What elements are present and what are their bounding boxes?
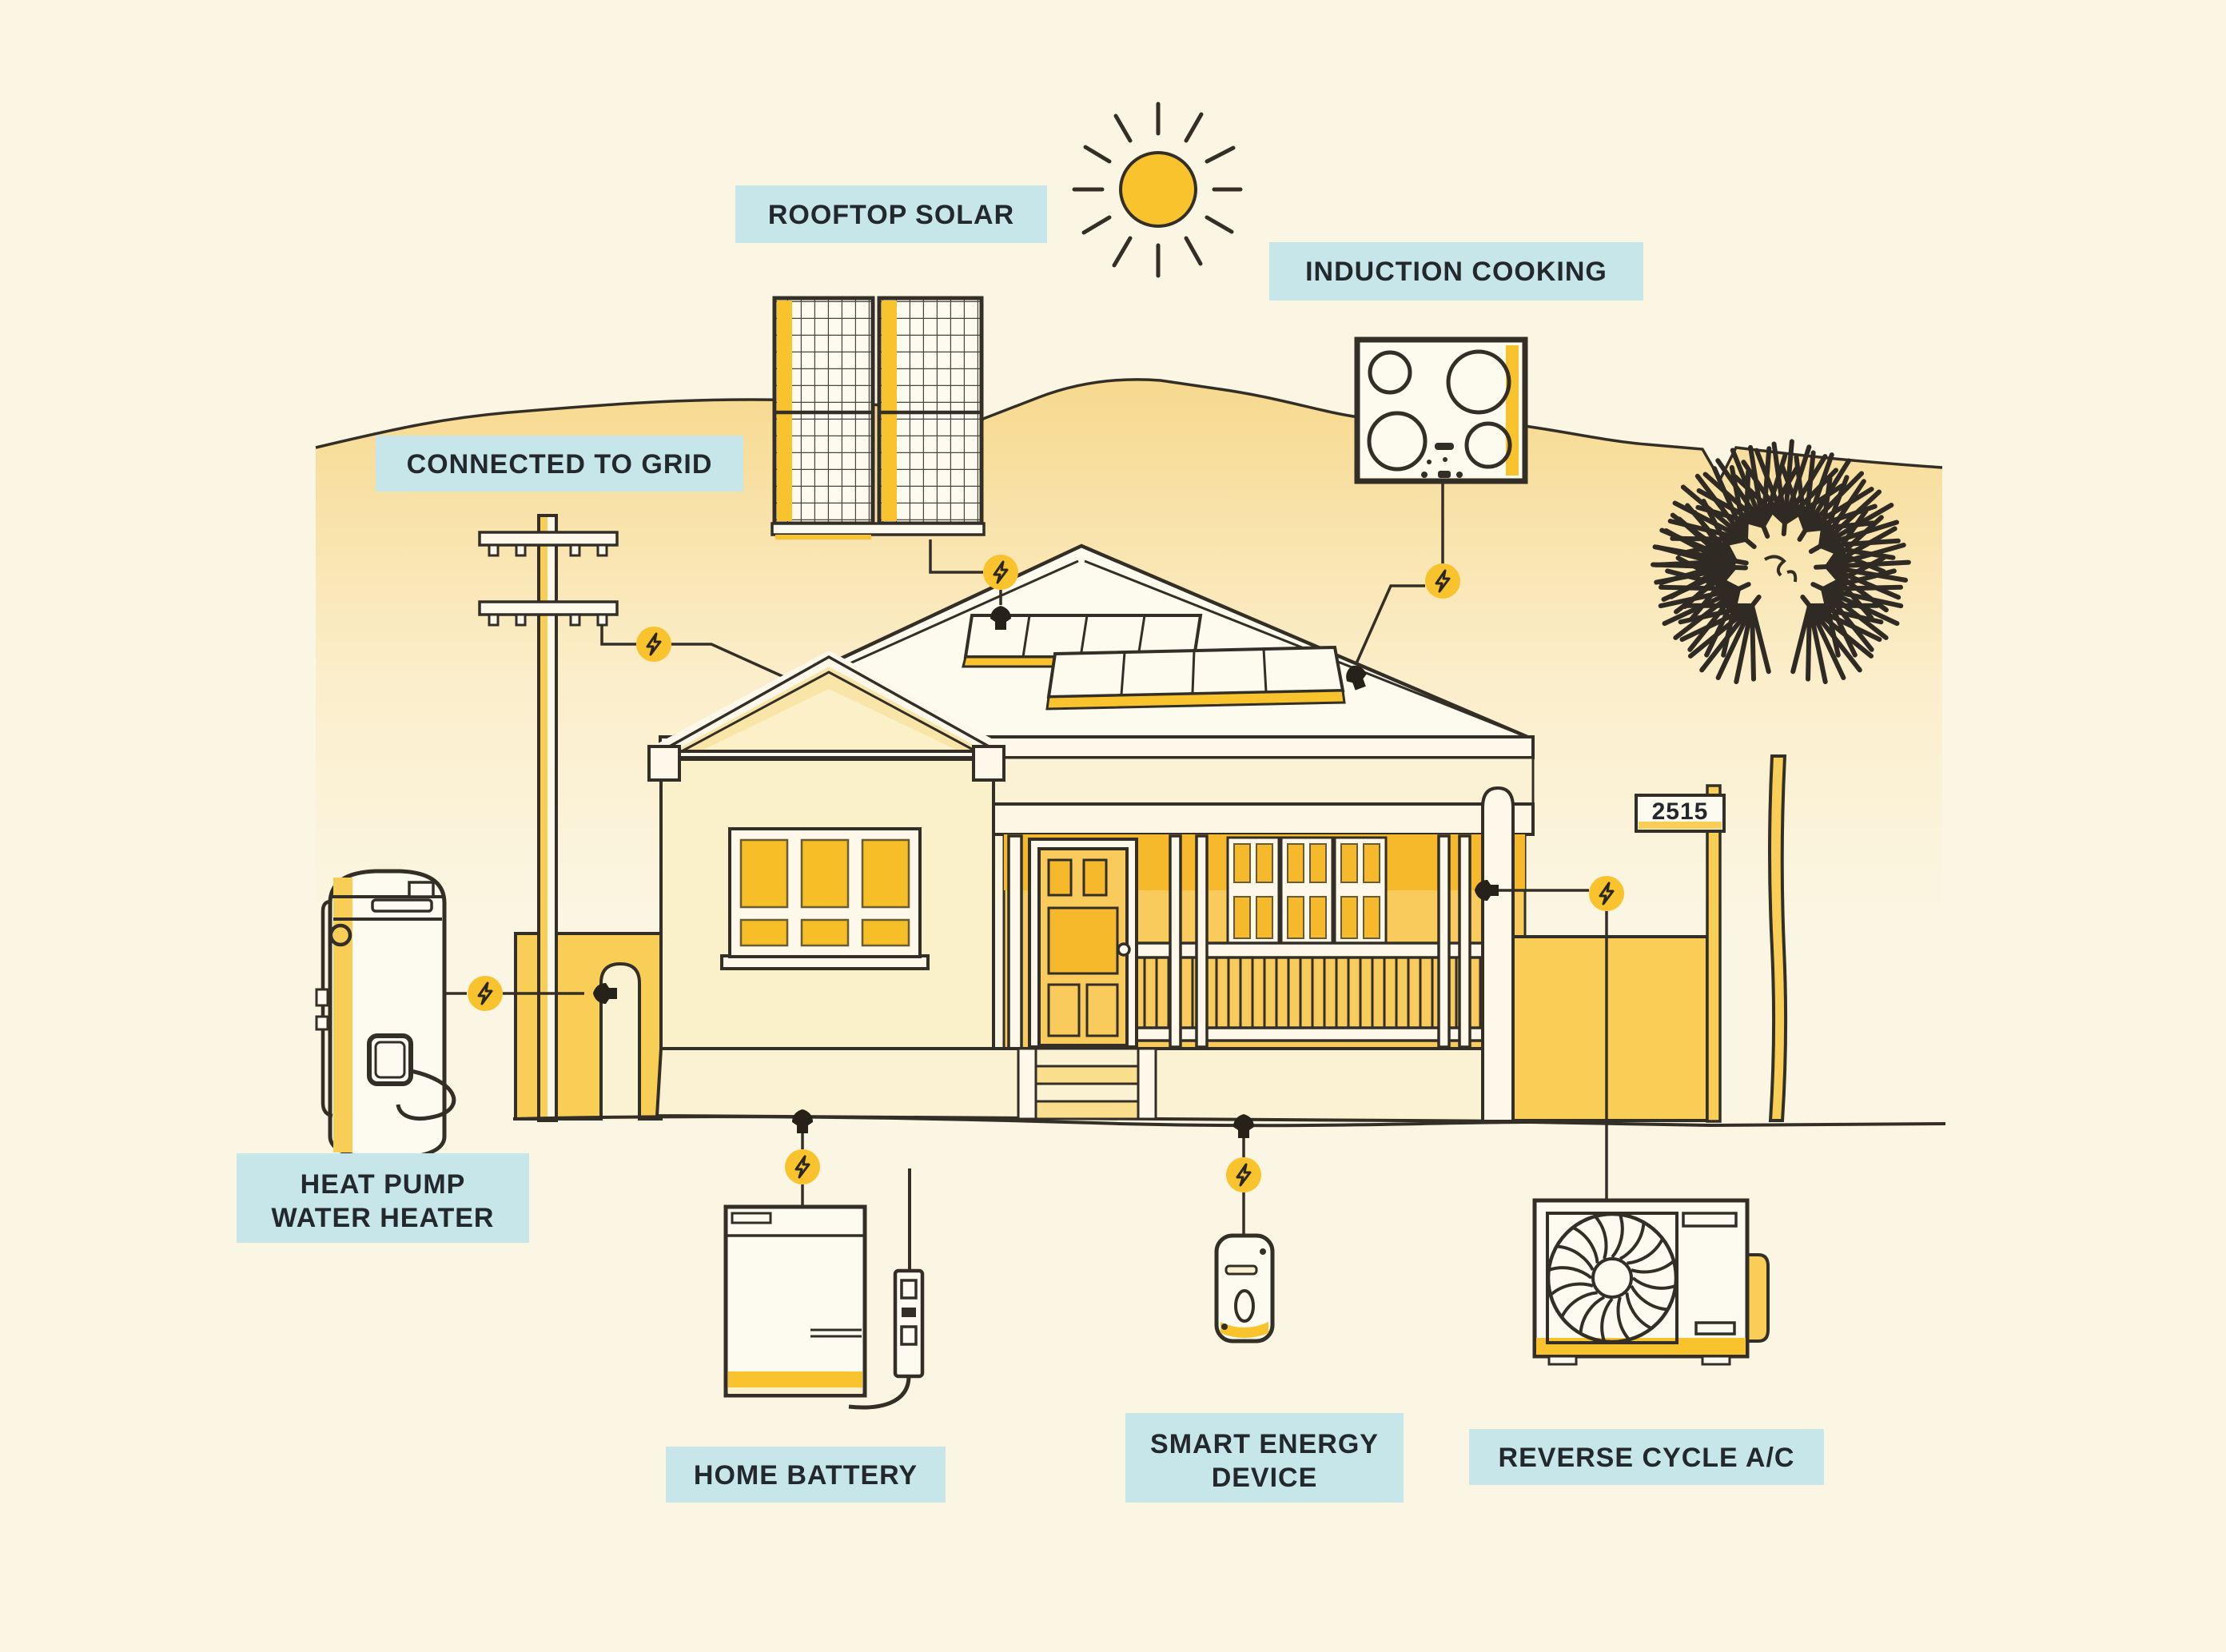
porch-posts (1007, 834, 1471, 1050)
svg-text:HEAT PUMP: HEAT PUMP (301, 1169, 466, 1200)
side-fence (1511, 935, 1709, 1122)
reverse-cycle-ac-label: REVERSE CYCLE A/C (1469, 1429, 1824, 1485)
heat-pump-water-heater-illustration (315, 869, 456, 1161)
lightning-badge-induction (1424, 562, 1462, 600)
induction-wire (1355, 584, 1425, 664)
solar-wire (929, 539, 983, 574)
sun-icon (1072, 102, 1243, 278)
svg-text:DEVICE: DEVICE (1212, 1463, 1318, 1493)
svg-text:SMART ENERGY: SMART ENERGY (1150, 1429, 1379, 1459)
induction-cooking-label: INDUCTION COOKING (1269, 242, 1643, 301)
svg-text:REVERSE CYCLE A/C: REVERSE CYCLE A/C (1499, 1443, 1795, 1473)
ground-line (512, 1115, 1946, 1128)
grid-wire (671, 643, 786, 679)
front-door (1028, 838, 1138, 1049)
lightning-badge-solar (982, 553, 1020, 591)
gable-wing (647, 650, 1005, 1050)
porch-screen-windows (1226, 836, 1388, 946)
palm-trunk (1768, 754, 1788, 1122)
induction-cooktop-illustration (1354, 336, 1528, 484)
heat-pump-water-heater-label: HEAT PUMP WATER HEATER (237, 1153, 529, 1243)
palm-crown (1642, 430, 1920, 703)
labels: ROOFTOP SOLAR INDUCTION COOKING CONNECTE… (237, 185, 1824, 1503)
lightning-badge-battery (783, 1148, 822, 1186)
battery-controller (848, 1168, 925, 1410)
grid-wire (600, 625, 636, 646)
svg-text:HOME BATTERY: HOME BATTERY (694, 1460, 918, 1491)
balustrade (1129, 941, 1493, 1042)
power-pole (478, 514, 619, 1122)
door-knob (1117, 942, 1131, 957)
ac-fan (1546, 1212, 1678, 1344)
lightning-badge-ac (1587, 874, 1626, 913)
porch-corner-column (1481, 786, 1515, 1123)
lightning-badge-smart-device (1224, 1156, 1263, 1194)
foundation (655, 1047, 1532, 1124)
home-battery-label: HOME BATTERY (666, 1447, 946, 1503)
connected-to-grid-label: CONNECTED TO GRID (376, 436, 743, 492)
porch (1002, 833, 1527, 1050)
svg-text:CONNECTED TO GRID: CONNECTED TO GRID (407, 449, 713, 480)
svg-text:WATER HEATER: WATER HEATER (272, 1203, 495, 1233)
smart-energy-device-illustration (1214, 1233, 1275, 1343)
lightning-badge-heater (466, 974, 504, 1013)
roof-solar-array (962, 614, 1346, 711)
palm-tree (1642, 430, 1920, 1122)
street-number-sign: 2515 (1635, 784, 1726, 1123)
home-battery-illustration (723, 1168, 925, 1410)
front-window (720, 827, 930, 970)
lightning-badge-grid (635, 625, 673, 663)
rooftop-solar-label: ROOFTOP SOLAR (735, 185, 1047, 243)
solar-panels-illustration (771, 296, 986, 539)
svg-text:ROOFTOP SOLAR: ROOFTOP SOLAR (768, 200, 1014, 230)
reverse-cycle-ac-illustration (1532, 1198, 1770, 1366)
front-steps (1017, 1047, 1157, 1121)
smart-energy-device-label: SMART ENERGY DEVICE (1125, 1413, 1404, 1503)
downpipe (599, 961, 641, 1121)
svg-text:INDUCTION COOKING: INDUCTION COOKING (1305, 257, 1607, 287)
house-number-text: 2515 (1652, 798, 1709, 825)
